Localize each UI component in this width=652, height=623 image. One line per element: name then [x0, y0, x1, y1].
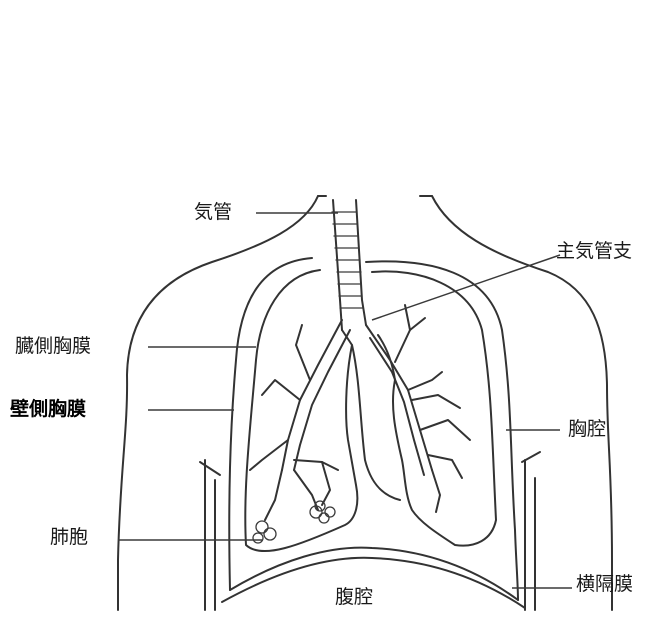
- alveoli-clusters: [253, 501, 335, 543]
- label-trachea: 気管: [194, 203, 232, 222]
- trachea-tube-right: [356, 200, 366, 325]
- right-lung-outline: [372, 271, 496, 545]
- label-diaphragm: 横隔膜: [576, 575, 633, 594]
- shoulder-right-fold: [522, 452, 540, 462]
- leader-main-bronchus: [372, 255, 560, 320]
- diaphragm-outer: [222, 558, 525, 608]
- label-alveoli: 肺胞: [50, 528, 88, 547]
- leader-lines: [118, 213, 572, 588]
- label-visceral-pleura: 臓側胸膜: [15, 337, 91, 356]
- label-main-bronchus: 主気管支: [556, 242, 632, 261]
- left-main-bronchus: [282, 320, 342, 470]
- shoulder-left-fold: [200, 462, 220, 475]
- arm-left: [205, 460, 215, 610]
- trachea-tube-left: [333, 200, 342, 330]
- label-parietal-pleura: 壁側胸膜: [10, 400, 86, 419]
- label-abdominal-cavity: 腹腔: [335, 588, 373, 607]
- label-thoracic-cavity: 胸腔: [568, 420, 606, 439]
- diaphragm-outline: [230, 548, 518, 600]
